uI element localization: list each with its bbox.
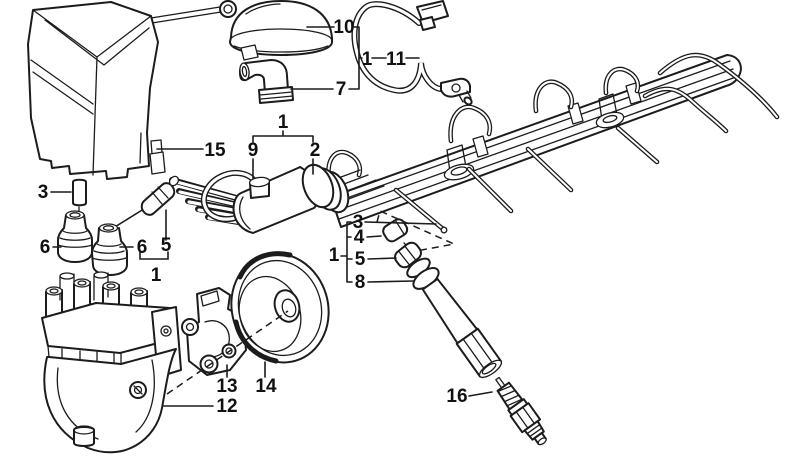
plug-connector-part-5 (394, 241, 422, 269)
part-label-11: 11 (386, 49, 407, 70)
part-label-3-left: 3 (38, 182, 49, 203)
cap-knob (73, 426, 95, 447)
cover-hub-hole (273, 289, 301, 323)
part-label-5-left: 5 (161, 235, 172, 256)
contact-pin (72, 178, 87, 215)
cap-body (43, 348, 177, 454)
part-label-3-right: 3 (353, 212, 364, 233)
part-label-13: 13 (216, 376, 237, 397)
spark-plug (495, 376, 547, 446)
duct-clip (472, 135, 489, 158)
hanging-wires (393, 52, 780, 232)
bracket-bolt (181, 318, 199, 336)
part-label-8: 8 (355, 272, 366, 293)
wire-duct (326, 52, 780, 232)
duct-rail (330, 54, 742, 228)
elbow-boot (239, 59, 294, 104)
part-label-1-mid: 1 (278, 112, 289, 133)
distributor-dust-cap (229, 0, 333, 61)
dashed-guide (376, 209, 457, 253)
part-label-15: 15 (204, 140, 226, 161)
part-label-1-right: 1 (329, 245, 340, 266)
part-label-10: 10 (333, 17, 354, 38)
rod-link (150, 0, 237, 24)
cable-plug (416, 0, 449, 24)
part-label-6-right: 6 (137, 237, 148, 258)
part-label-9: 9 (248, 140, 259, 161)
spark-plug-boot-left (57, 210, 93, 263)
spark-plug-boot-right (91, 223, 128, 276)
part-label-16: 16 (446, 386, 467, 407)
part-label-7: 7 (336, 79, 347, 100)
assembly-axis (166, 310, 289, 395)
part-label-1-left: 1 (151, 265, 162, 286)
sensor-cable (351, 0, 473, 106)
coil-cover (27, 1, 166, 180)
mounting-bracket (181, 287, 247, 376)
terminal-connector (109, 175, 180, 231)
cable-terminal (440, 77, 471, 98)
spark-plug-connector-long (406, 257, 547, 446)
part-label-6-left: 6 (40, 237, 51, 258)
plug-cap-part-4 (382, 218, 409, 243)
protection-cover (166, 251, 330, 395)
part-label-5-right: 5 (355, 249, 366, 270)
leader-lines (50, 26, 493, 407)
wire-bundle (169, 163, 385, 234)
part-label-1-top: 1 (362, 49, 373, 70)
coil-cover-body (27, 1, 159, 180)
part-label-14: 14 (255, 376, 277, 397)
part-label-2: 2 (310, 140, 321, 161)
part-label-4: 4 (354, 227, 365, 248)
part-labels: 10 1 11 7 1 15 9 2 3 6 6 5 1 3 4 1 5 8 1… (38, 17, 468, 417)
part-label-12: 12 (216, 396, 237, 417)
bracket-bolt (199, 354, 219, 374)
distributor-cap (41, 271, 182, 454)
